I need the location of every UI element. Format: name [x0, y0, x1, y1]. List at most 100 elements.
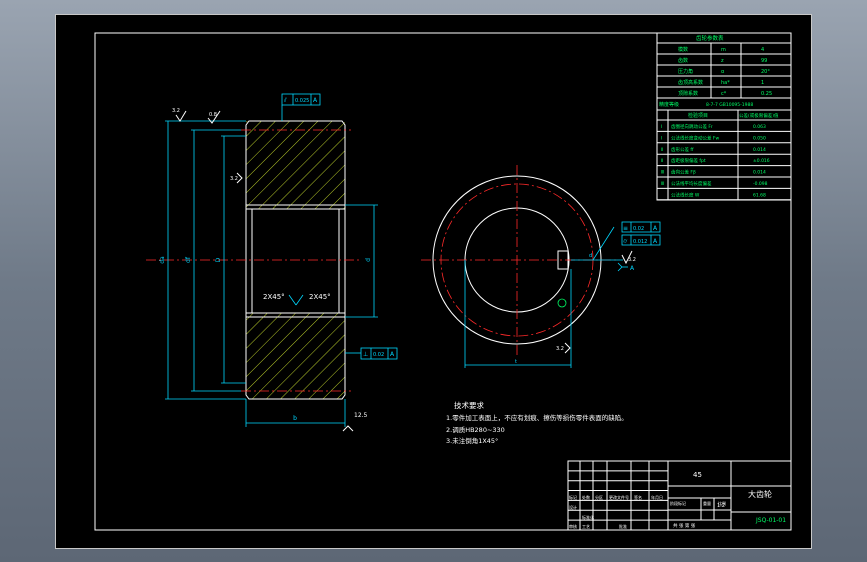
check-group: Ⅰ: [661, 135, 662, 141]
param-name: 模数: [678, 46, 688, 53]
check-value: 0.063: [753, 124, 766, 130]
svg-text:0.025: 0.025: [295, 98, 309, 104]
check-item: 公法线长度变动公差 Fw: [671, 134, 720, 141]
check-header-tolerance: 公差(或极限偏差)值: [739, 112, 779, 119]
title-block-label: 工艺: [582, 524, 590, 529]
dim-hub-label: D: [215, 257, 222, 262]
fcf-mid: ⊥ 0.02 A: [345, 347, 398, 360]
dim-key-label: t: [515, 359, 517, 365]
svg-text:≡: ≡: [623, 225, 628, 232]
title-block-label: 分区: [595, 494, 603, 500]
fcf-right: ≡ 0.02 A ⌭ 0.012 A: [592, 221, 661, 261]
param-symbol: α: [721, 69, 725, 75]
roughness-end-label: 3.2: [556, 346, 564, 352]
param-value: 20°: [761, 69, 770, 75]
title-block-label: 标准化: [582, 514, 594, 520]
check-group: Ⅱ: [661, 158, 663, 164]
chamfer-left-label: 2X45°: [263, 293, 285, 301]
cad-viewport[interactable]: da df D d b 2X45° 2X45° 3.2 0.8 3.2 12.5…: [55, 14, 812, 549]
check-row: Ⅱ 齿距极限偏差 fpt ±0.016: [661, 157, 770, 164]
grade-value: 8-7-7 GB10095-1988: [706, 102, 753, 108]
param-row: 齿顶高系数 ha* 1: [678, 79, 764, 86]
svg-text:0.02: 0.02: [373, 352, 384, 358]
gear-drawing: da df D d b 2X45° 2X45° 3.2 0.8 3.2 12.5…: [94, 32, 792, 531]
svg-text:A: A: [390, 351, 395, 358]
check-value: ±0.016: [753, 158, 770, 164]
param-symbol: z: [721, 58, 724, 64]
section-view: da df D d b 2X45° 2X45° 3.2 0.8 3.2 12.5…: [146, 93, 398, 432]
note-1: 1.零件加工表面上，不应有划痕、擦伤等损伤零件表面的缺陷。: [446, 413, 628, 422]
param-row: 齿数 z 99: [678, 57, 767, 64]
svg-text:A: A: [313, 97, 318, 104]
sheet-info: 共 张 第 张: [673, 522, 696, 529]
check-value: 0.014: [753, 170, 766, 176]
check-row: Ⅲ 齿向公差 Fβ 0.014: [661, 169, 766, 176]
svg-text:0.02: 0.02: [633, 226, 644, 232]
part-name: 大齿轮: [748, 489, 772, 499]
param-value: 99: [761, 58, 767, 64]
check-item: 齿距极限偏差 fpt: [671, 157, 706, 164]
title-block-label: 年月日: [651, 494, 663, 500]
roughness-keyway-label: 3.2: [628, 257, 636, 263]
check-group: Ⅲ: [661, 170, 664, 176]
svg-text:⊥: ⊥: [363, 351, 368, 358]
title-block-label: 处数: [582, 494, 590, 500]
check-value: 0.014: [753, 147, 766, 153]
end-view: t d 3.2 3.2 ≡ 0.02 A ⌭ 0.012 A A: [421, 165, 661, 368]
note-3: 3.未注倒角1X45°: [446, 436, 498, 445]
param-name: 顶隙系数: [678, 90, 698, 97]
title-block-label: 批准: [619, 523, 627, 529]
dim-bore-label: d: [365, 258, 372, 262]
title-block-label: 审核: [569, 523, 577, 529]
param-name: 齿数: [678, 57, 688, 64]
check-item: 齿向公差 Fβ: [671, 169, 696, 176]
param-symbol: m: [721, 47, 726, 53]
param-symbol: ha*: [721, 80, 730, 86]
roughness-hub-label: 0.8: [209, 112, 217, 118]
title-block: 标记处数分区更改文件号签名年月日设计标准化审核工艺批准阶段标记重量比例 45 大…: [567, 460, 792, 531]
check-item: 公法线长度 W: [671, 191, 700, 198]
datum-label: A: [630, 265, 635, 272]
title-block-label: 比例: [718, 500, 726, 506]
chamfer-right-label: 2X45°: [309, 293, 331, 301]
material: 45: [693, 471, 702, 479]
dim-width-label: b: [293, 415, 297, 422]
title-block-label: 标记: [569, 494, 577, 500]
dim-bore-r-label: d: [589, 253, 592, 259]
drawing-number: JSQ-01-01: [755, 517, 786, 524]
notes-title: 技术要求: [454, 400, 484, 410]
title-block-label: 签名: [634, 494, 642, 500]
svg-text:A: A: [653, 238, 658, 245]
check-group: Ⅲ: [661, 181, 664, 187]
param-name: 齿顶高系数: [678, 79, 703, 86]
note-2: 2.调质HB280~330: [446, 425, 505, 434]
dim-root-label: df: [185, 256, 192, 263]
svg-text:⌭: ⌭: [623, 238, 628, 245]
title-block-label: 阶段标记: [670, 500, 686, 506]
param-table-title: 齿轮参数表: [696, 34, 724, 42]
hatch-bottom: [246, 313, 345, 399]
param-value: 1: [761, 80, 764, 86]
hatch-top: [246, 121, 345, 209]
roughness-general-label: 12.5: [354, 412, 368, 419]
check-group: Ⅱ: [661, 147, 663, 153]
scale-value: 1:2: [717, 503, 725, 509]
check-item: 齿圈径向跳动公差 Fr: [671, 123, 713, 130]
fcf-top: ⫽ 0.025 A: [281, 93, 321, 121]
roughness-top-label: 3.2: [172, 108, 180, 114]
title-block-label: 设计: [569, 504, 577, 510]
technical-notes: 技术要求 1.零件加工表面上，不应有划痕、擦伤等损伤零件表面的缺陷。 2.调质H…: [446, 400, 628, 445]
check-row: Ⅰ 公法线长度变动公差 Fw 0.050: [661, 134, 766, 141]
drawing-border: [94, 32, 792, 531]
dim-outer-label: da: [159, 256, 166, 264]
check-value: 0.050: [753, 135, 766, 141]
check-item: 公法线平均长度偏差: [671, 180, 712, 187]
